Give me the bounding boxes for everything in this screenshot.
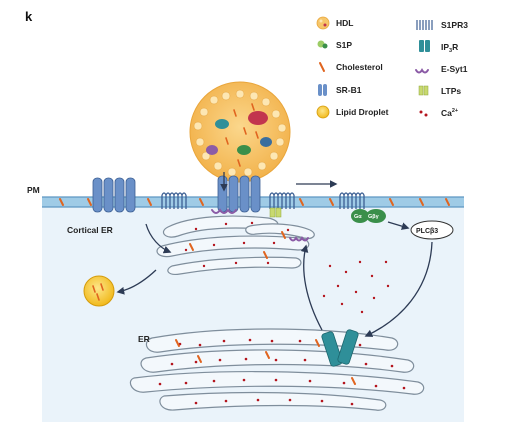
legend-s1p: S1P	[336, 40, 352, 50]
plc-label: PLCβ3	[416, 228, 438, 235]
legend-cholesterol: Cholesterol	[336, 62, 383, 72]
legend-s1pr3: S1PR3	[441, 20, 468, 30]
pathway-arrows	[116, 172, 433, 337]
membrane-cholesterol	[59, 198, 450, 385]
ip3r-icon	[419, 40, 430, 52]
s1pr3-icon	[416, 20, 433, 30]
cytosolic-calcium	[322, 260, 390, 314]
cortical-er	[156, 215, 315, 275]
legend: HDL S1P Cholesterol SR-B1 Lipid Droplet …	[316, 16, 468, 119]
ltps	[269, 207, 282, 218]
srb1-icon	[318, 84, 327, 96]
g-betagamma-label: Gβγ	[368, 214, 380, 220]
legend-lipid-droplet: Lipid Droplet	[336, 107, 389, 117]
lipid-droplet	[83, 275, 115, 307]
esyt1-icon	[415, 68, 429, 74]
legend-srb1: SR-B1	[336, 85, 362, 95]
legend-calcium: Ca2+	[441, 108, 458, 118]
hdl-icon	[316, 16, 330, 30]
er-label: ER	[138, 334, 150, 344]
legend-ip3r: IP3R	[441, 42, 458, 54]
g-protein: Gα Gβγ	[351, 209, 386, 223]
legend-ltps: LTPs	[441, 86, 461, 96]
g-alpha-label: Gα	[354, 214, 362, 220]
legend-hdl: HDL	[336, 18, 353, 28]
s1p-icon	[317, 40, 328, 49]
hdl-particle	[189, 81, 291, 183]
s1pr3-receptors	[161, 192, 365, 209]
pm-label: PM	[27, 185, 40, 195]
esyt1-tethers	[211, 208, 309, 242]
ip3r-channel	[321, 329, 359, 367]
legend-esyt1: E-Syt1	[441, 64, 468, 74]
lipid-droplet-icon	[316, 105, 330, 119]
cholesterol-icon	[319, 62, 325, 72]
panel-letter: k	[25, 9, 33, 24]
calcium-icon	[419, 110, 428, 117]
cortical-er-label: Cortical ER	[67, 225, 113, 235]
srb1-receptor-left	[92, 177, 136, 213]
cortical-er-calcium	[184, 221, 290, 268]
ltps-icon	[418, 85, 429, 96]
plc-beta3: PLCβ3	[410, 220, 454, 240]
